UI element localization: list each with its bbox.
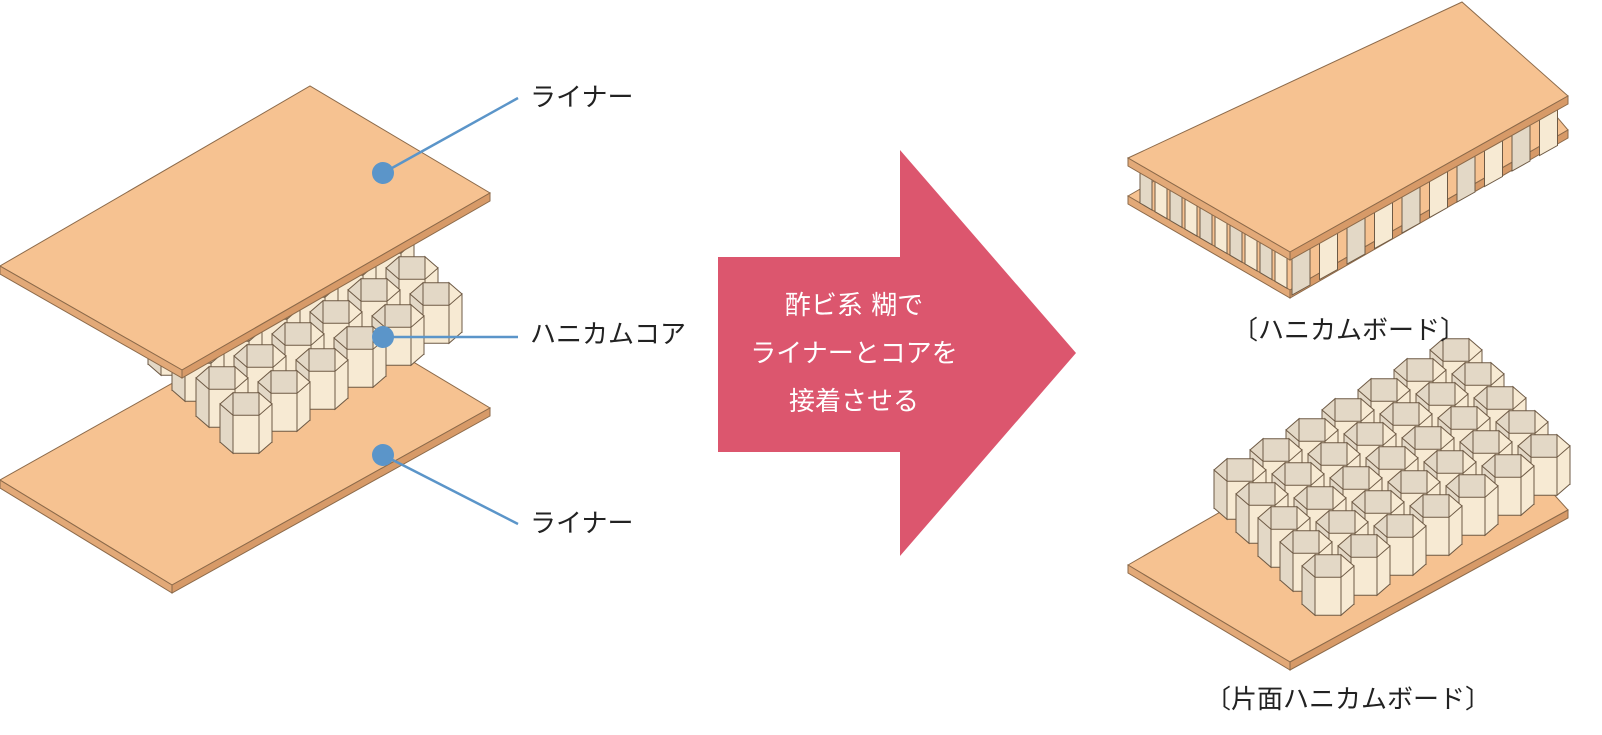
core-wall xyxy=(1386,536,1414,576)
core-wall xyxy=(1314,576,1342,616)
bottom-liner-label: ライナー xyxy=(530,509,634,539)
honeycomb-board-caption: 〔ハニカムボード〕 xyxy=(1232,316,1467,346)
process-description: 酢ビ系 糊で ライナーとコアを 接着させる xyxy=(718,282,990,426)
top-liner xyxy=(0,85,491,379)
process-line-2: ライナーとコアを xyxy=(750,339,958,369)
core-wall xyxy=(1530,456,1558,496)
core-wall xyxy=(346,348,374,388)
process-arrow xyxy=(718,150,1076,556)
single-face-honeycomb-board xyxy=(1127,337,1571,671)
honeycomb-board xyxy=(1126,1,1569,299)
callout-core xyxy=(372,326,518,348)
core-wall xyxy=(1422,516,1450,556)
single-face-board-caption: 〔片面ハニカムボード〕 xyxy=(1205,685,1492,715)
top-liner-label: ライナー xyxy=(530,83,634,113)
core-wall xyxy=(270,392,298,432)
core-wall xyxy=(232,414,260,454)
core-wall xyxy=(1458,496,1486,536)
process-line-3: 接着させる xyxy=(788,387,919,417)
callout-top-liner xyxy=(372,96,519,184)
core-label: ハニカムコア xyxy=(530,320,687,350)
core-wall xyxy=(1494,476,1522,516)
single-face-core xyxy=(1213,337,1571,617)
process-line-1: 酢ビ系 糊で xyxy=(784,291,924,321)
callout-bottom-liner xyxy=(372,444,519,526)
core-wall xyxy=(308,370,336,410)
core-wall xyxy=(1350,556,1378,596)
